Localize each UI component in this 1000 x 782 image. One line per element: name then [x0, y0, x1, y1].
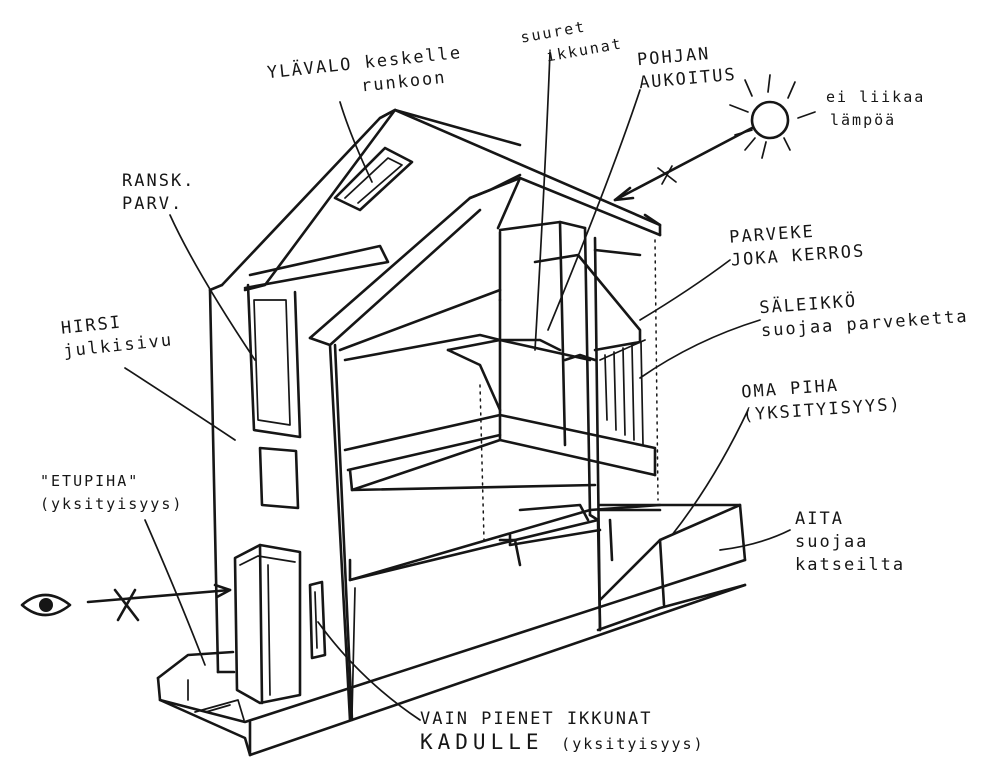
cross-mark-icon [86, 583, 232, 622]
entrance-door [233, 543, 302, 705]
sun-ray-arrow [613, 126, 754, 202]
french-balcony-window [243, 244, 390, 439]
north-opening-label: POHJAN AUKOITUS [636, 43, 738, 94]
narrow-street-window [308, 580, 327, 660]
fence-label: AITA suojaa katseilta [795, 509, 906, 575]
yard-fence [596, 503, 747, 632]
leader-lines [124, 51, 791, 721]
eye-icon [20, 593, 72, 617]
slatted-screen [599, 339, 646, 446]
street-facade [208, 108, 522, 722]
sun-icon [729, 74, 816, 159]
balcony-label: PARVEKE JOKA KERROS [728, 221, 866, 271]
sun-heat-label: ei liikaa lämpöä [826, 88, 926, 129]
small-windows-label: VAIN PIENET IKKUNAT KADULLE (yksityisyys… [420, 709, 705, 754]
roof [378, 108, 662, 237]
skylight [333, 146, 414, 212]
facade-window [258, 446, 300, 510]
french-balcony-label: RANSK. PARV. [122, 171, 196, 214]
front-yard-label: "ETUPIHA" (yksityisyys) [40, 472, 184, 513]
interior-section [338, 220, 662, 716]
